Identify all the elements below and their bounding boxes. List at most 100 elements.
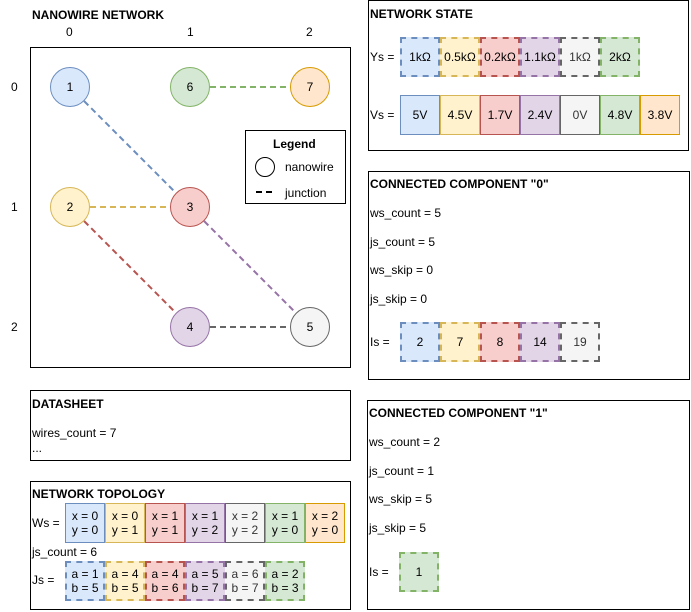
js-cell-first: a = 4 (111, 567, 139, 581)
legend-nanowire-label: nanowire (285, 160, 334, 174)
component0-title: CONNECTED COMPONENT "0" (370, 177, 549, 191)
nanowire-node-2: 2 (50, 187, 90, 227)
ys-cell: 1kΩ (400, 37, 440, 77)
js-cell-first: a = 4 (151, 567, 179, 581)
component1-ws-count: ws_count = 2 (369, 435, 441, 449)
js-cell-second: b = 7 (231, 581, 259, 595)
component0-is-cell: 14 (520, 322, 560, 362)
component1-is-label: Is = (369, 565, 389, 579)
js-cell-first: a = 6 (231, 567, 259, 581)
legend-title: Legend (273, 137, 316, 151)
vs-cell: 4.8V (600, 95, 640, 135)
ws-label: Ws = (32, 516, 60, 530)
js-cell-second: b = 3 (271, 581, 299, 595)
js-cell-second: b = 6 (151, 581, 179, 595)
ws-cell-second: y = 0 (311, 523, 339, 537)
ws-cell-second: y = 2 (231, 523, 259, 537)
row-label-1: 1 (11, 200, 18, 214)
row-label-2: 2 (11, 320, 18, 334)
wires-count: wires_count = 7 (32, 426, 117, 440)
js-cell-first: a = 1 (71, 567, 99, 581)
ys-cell: 2kΩ (600, 37, 640, 77)
component0-js-count: js_count = 5 (370, 235, 436, 249)
topology-js-count: js_count = 6 (32, 545, 98, 559)
component0-js-skip: js_skip = 0 (370, 292, 428, 306)
col-label-0: 0 (66, 25, 73, 39)
vs-cell: 3.8V (640, 95, 680, 135)
js-label: Js = (32, 573, 55, 587)
ws-cell-second: y = 0 (271, 523, 299, 537)
ys-label: Ys = (370, 50, 395, 64)
datasheet-ellipsis: ... (32, 441, 43, 455)
ws-cell-first: x = 1 (271, 509, 299, 523)
network-title: NANOWIRE NETWORK (32, 8, 164, 22)
component0-is-cell: 7 (440, 322, 480, 362)
vs-cell: 5V (400, 95, 440, 135)
js-cell-second: b = 5 (71, 581, 99, 595)
ws-cell-second: y = 2 (191, 523, 219, 537)
component0-ws-skip: ws_skip = 0 (370, 263, 434, 277)
nanowire-node-3: 3 (170, 187, 210, 227)
component0-is-cell: 19 (560, 322, 600, 362)
js-cell-first: a = 5 (191, 567, 219, 581)
ys-cell: 1.1kΩ (520, 37, 560, 77)
component1-js-count: js_count = 1 (369, 464, 435, 478)
js-cell-second: b = 5 (111, 581, 139, 595)
nanowire-node-6: 6 (170, 67, 210, 107)
component0-is-cell: 2 (400, 322, 440, 362)
nanowire-node-5: 5 (290, 307, 330, 347)
ws-cell-first: x = 1 (151, 509, 179, 523)
component0-is-label: Is = (370, 335, 390, 349)
state-title: NETWORK STATE (370, 7, 473, 21)
junction-2-4 (83, 220, 177, 314)
nanowire-node-7: 7 (290, 67, 330, 107)
datasheet-title: DATASHEET (32, 397, 104, 411)
topology-title: NETWORK TOPOLOGY (32, 487, 166, 501)
vs-cell: 0V (560, 95, 600, 135)
datasheet-panel (30, 390, 351, 461)
legend-nanowire-icon (255, 157, 275, 177)
nanowire-node-4: 4 (170, 307, 210, 347)
ws-cell-second: y = 1 (111, 523, 139, 537)
ws-cell-first: x = 1 (191, 509, 219, 523)
vs-cell: 4.5V (440, 95, 480, 135)
component1-is-cell: 1 (399, 552, 439, 592)
vs-cell: 1.7V (480, 95, 520, 135)
component1-js-skip: js_skip = 5 (369, 521, 427, 535)
js-cell-second: b = 7 (191, 581, 219, 595)
ws-cell-second: y = 1 (151, 523, 179, 537)
junction-1-3 (83, 100, 177, 194)
junction-3-5 (203, 220, 297, 314)
js-cell-first: a = 2 (271, 567, 299, 581)
ws-cell-first: x = 2 (231, 509, 259, 523)
component1-ws-skip: ws_skip = 5 (369, 492, 433, 506)
component1-title: CONNECTED COMPONENT "1" (369, 406, 548, 420)
ws-cell-first: x = 0 (111, 509, 139, 523)
col-label-1: 1 (187, 25, 194, 39)
nanowire-node-1: 1 (50, 67, 90, 107)
component0-is-cell: 8 (480, 322, 520, 362)
ws-cell-first: x = 0 (71, 509, 99, 523)
vs-cell: 2.4V (520, 95, 560, 135)
ys-cell: 1kΩ (560, 37, 600, 77)
legend-junction-label: junction (285, 186, 327, 200)
ys-cell: 0.2kΩ (480, 37, 520, 77)
ws-cell-second: y = 0 (71, 523, 99, 537)
ws-cell-first: x = 2 (311, 509, 339, 523)
component0-ws-count: ws_count = 5 (370, 206, 442, 220)
col-label-2: 2 (306, 25, 313, 39)
ys-cell: 0.5kΩ (440, 37, 480, 77)
vs-label: Vs = (370, 108, 395, 122)
